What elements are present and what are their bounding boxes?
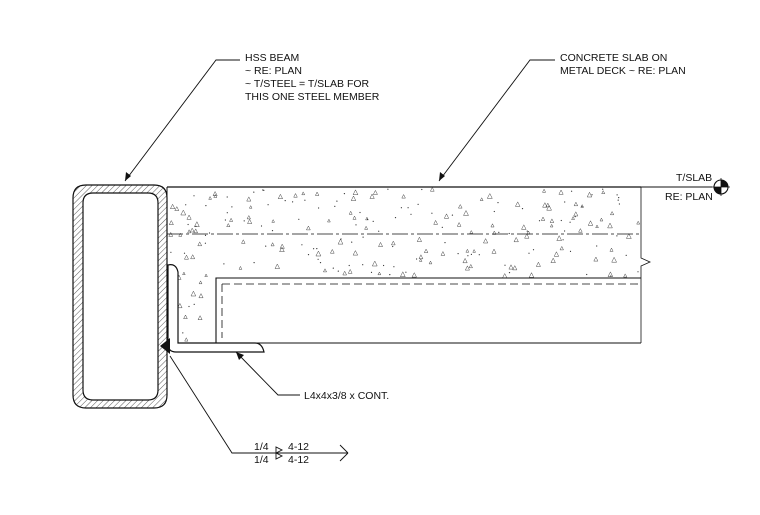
steel-angle (160, 264, 265, 354)
angle-label: L4x4x3/8 x CONT. (304, 390, 389, 402)
hss-beam-label-4: THIS ONE STEEL MEMBER (245, 91, 380, 103)
elevation-label-1: T/SLAB (676, 172, 712, 184)
weld-tail-lower (339, 452, 349, 462)
hss-beam-label-1: HSS BEAM (245, 52, 299, 64)
fillet-weld-icon-bottom (275, 452, 284, 460)
elevation-target-icon (712, 178, 730, 196)
leader-slab (438, 59, 555, 182)
weld-size-bottom: 1/4 (254, 454, 269, 466)
leader-weld (169, 355, 348, 454)
weld-length-bottom: 4-12 (288, 454, 309, 466)
weld-size-top: 1/4 (254, 441, 269, 453)
leader-hss-beam (124, 59, 240, 182)
hss-beam-label-3: ~ T/STEEL = T/SLAB FOR (245, 78, 370, 90)
concrete-slab (166, 186, 651, 343)
hss-beam (72, 184, 168, 409)
leader-angle (235, 351, 300, 396)
concrete-stipple (167, 187, 641, 342)
weld-length-top: 4-12 (288, 441, 309, 453)
weld-fill (160, 338, 170, 354)
weld-tail-upper (339, 444, 349, 454)
fillet-weld-icon-top (275, 446, 284, 454)
slab-label-2: METAL DECK ~ RE: PLAN (560, 65, 686, 77)
weld-symbol (275, 446, 284, 460)
arrowheads (125, 172, 445, 360)
hss-beam-label-2: ~ RE: PLAN (245, 65, 302, 77)
metal-deck (167, 277, 642, 344)
leader-lines (124, 59, 712, 462)
elevation-label-2: RE: PLAN (665, 191, 713, 203)
slab-label-1: CONCRETE SLAB ON (560, 52, 667, 64)
